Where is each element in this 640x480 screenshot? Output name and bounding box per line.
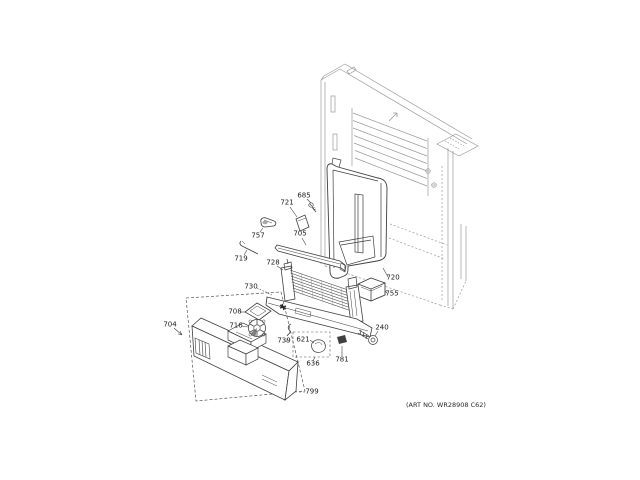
art-number-text: (ART NO. WR28908 C62) xyxy=(406,401,486,409)
part-label-781: 781 xyxy=(335,355,349,364)
drain-tray xyxy=(265,296,373,338)
part-label-705: 705 xyxy=(293,229,307,238)
part-label-708: 708 xyxy=(228,307,242,316)
part-label-755: 755 xyxy=(385,289,399,298)
trim-705 xyxy=(274,244,347,273)
part-label-240: 240 xyxy=(375,323,389,332)
clip-757 xyxy=(260,217,277,228)
kit-621 xyxy=(292,331,331,358)
fan-716 xyxy=(248,319,266,337)
part-label-685: 685 xyxy=(297,191,311,200)
part-label-720: 720 xyxy=(386,273,400,282)
part-label-799: 799 xyxy=(305,387,319,396)
leader-lines xyxy=(173,198,389,393)
screw-685 xyxy=(308,202,317,213)
part-label-621: 621 xyxy=(296,335,310,344)
part-label-716: 716 xyxy=(229,321,243,330)
part-label-728: 728 xyxy=(266,258,280,267)
part-label-719: 719 xyxy=(234,254,248,263)
part-label-721: 721 xyxy=(280,198,294,207)
grommet-781 xyxy=(337,335,347,344)
plate-721 xyxy=(295,214,310,232)
evaporator-730 xyxy=(280,258,364,324)
part-label-757: 757 xyxy=(251,231,265,240)
bracket-728 xyxy=(283,258,293,271)
part-label-739: 739 xyxy=(277,336,291,345)
dashed-boundary-704 xyxy=(185,291,306,402)
part-label-636: 636 xyxy=(306,359,320,368)
part-label-704: 704 xyxy=(163,320,177,329)
tube-719 xyxy=(239,240,259,255)
harness-739 xyxy=(286,323,292,337)
part-label-730: 730 xyxy=(244,282,258,291)
case-704 xyxy=(191,317,299,401)
cover-755 xyxy=(357,277,386,302)
bolt-240 xyxy=(357,329,378,345)
air-duct-720 xyxy=(326,157,388,279)
